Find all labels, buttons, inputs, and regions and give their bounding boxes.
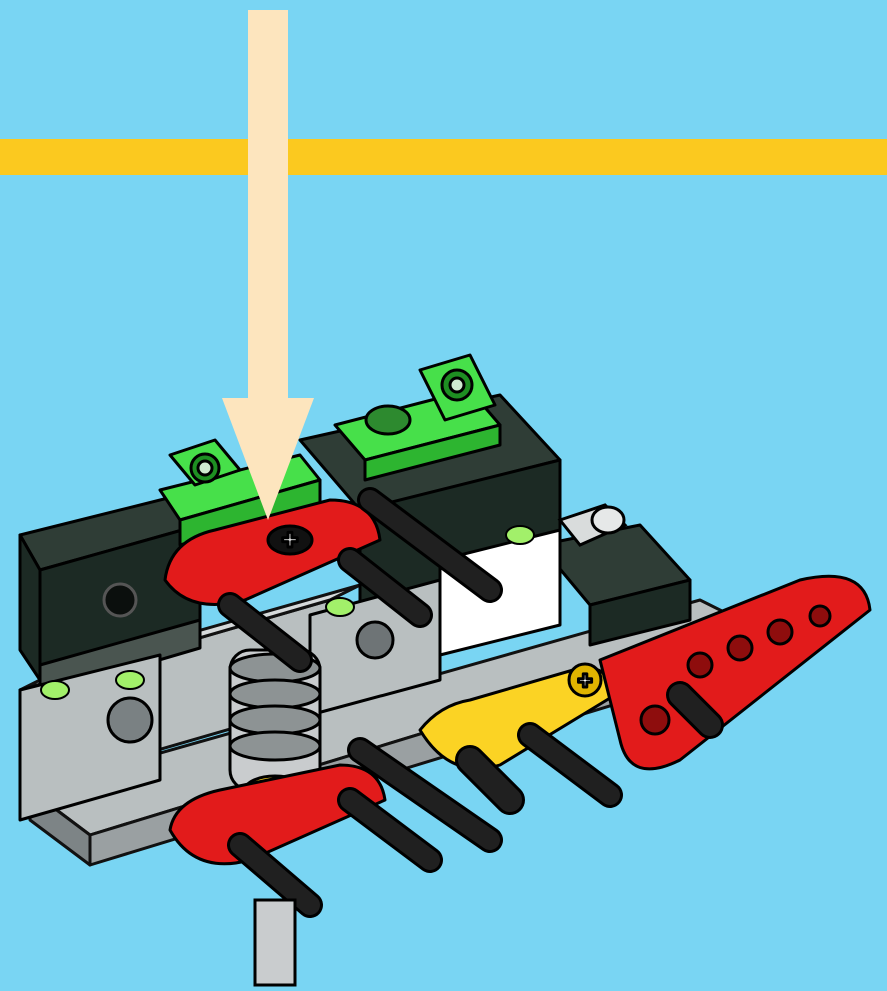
svg-text:✚: ✚ [577,671,592,692]
hole [104,584,136,616]
grey-axle-bottom [255,900,295,985]
guide-line [0,139,887,175]
svg-text:✚: ✚ [282,528,299,552]
